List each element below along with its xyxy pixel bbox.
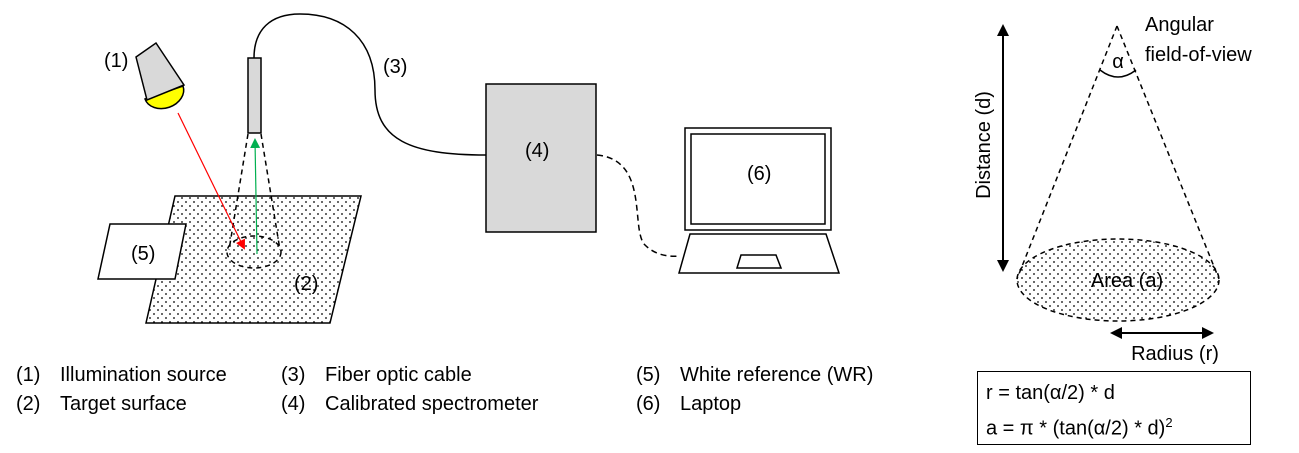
distance-label: Distance (d) <box>973 91 995 199</box>
label-spectrometer: (4) <box>525 140 549 162</box>
alpha-arc <box>1099 69 1137 78</box>
incident-ray <box>177 112 245 250</box>
area-label: Area (a) <box>1091 270 1163 292</box>
radius-label: Radius (r) <box>1131 343 1219 365</box>
white-reference-panel <box>97 223 187 280</box>
alpha-symbol: α <box>1112 51 1124 73</box>
label-white-reference: (5) <box>131 243 155 265</box>
label-laptop: (6) <box>747 163 771 185</box>
legend-column-3: (5)White reference (WR) (6)Laptop <box>636 361 873 419</box>
formula-radius: r = tan(α/2) * d <box>986 382 1115 404</box>
spectrometer-box <box>485 83 597 233</box>
legend-item: (4)Calibrated spectrometer <box>281 393 539 415</box>
illumination-source-icon <box>135 41 186 110</box>
legend-column-1: (1)Illumination source (2)Target surface <box>16 361 227 419</box>
label-fiber-optic-cable: (3) <box>383 56 407 78</box>
target-surface <box>145 195 362 324</box>
laptop-icon <box>678 127 841 274</box>
legend-item: (2)Target surface <box>16 393 187 415</box>
fov-label-line2: field-of-view <box>1145 44 1252 66</box>
fiber-optic-cable <box>253 13 487 156</box>
legend-column-2: (3)Fiber optic cable (4)Calibrated spect… <box>281 361 538 419</box>
probe-field-of-view <box>226 133 282 269</box>
label-illumination-source: (1) <box>104 50 128 72</box>
label-target-surface: (2) <box>294 273 318 295</box>
reflected-ray <box>250 138 261 255</box>
formula-area: a = π * (tan(α/2) * d)2 <box>986 415 1173 440</box>
legend-item: (1)Illumination source <box>16 364 227 386</box>
legend-item: (5)White reference (WR) <box>636 364 874 386</box>
fiber-probe <box>247 57 262 134</box>
data-connection <box>596 154 681 257</box>
fov-label-line1: Angular <box>1145 14 1214 36</box>
cone-geometry <box>997 24 1220 339</box>
formula-exponent: 2 <box>1165 415 1173 430</box>
formula-box: r = tan(α/2) * d a = π * (tan(α/2) * d)2 <box>977 371 1251 445</box>
legend-item: (6)Laptop <box>636 393 742 415</box>
legend-item: (3)Fiber optic cable <box>281 364 472 386</box>
area-ellipse <box>1016 238 1220 322</box>
